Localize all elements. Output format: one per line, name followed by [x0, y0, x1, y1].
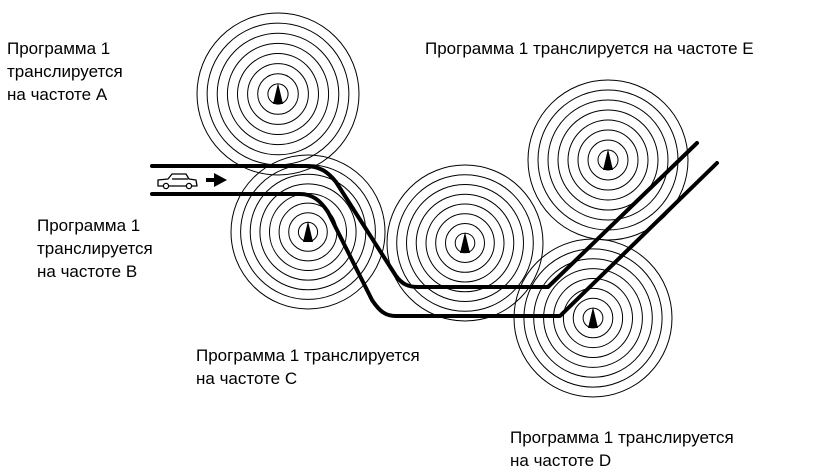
coverage-ring: [577, 129, 639, 191]
transmitter-tower-icon: [273, 83, 283, 104]
coverage-ring: [216, 32, 340, 156]
transmitter-zones: [196, 12, 689, 398]
road-edge-upper: [150, 141, 699, 289]
transmitter-tower-icon: [588, 307, 598, 328]
label-a-line-1: Программа 1: [7, 39, 111, 58]
coverage-ring: [445, 223, 485, 263]
coverage-ring: [562, 287, 624, 349]
label-e-line-1: Программа 1 транслируется на частоте E: [425, 39, 754, 58]
label-a-line-3: на частоте A: [7, 85, 108, 104]
coverage-ring: [435, 213, 495, 273]
label-b-line-1: Программа 1: [37, 216, 141, 235]
coverage-ring: [386, 164, 544, 322]
label-b-line-3: на частоте B: [37, 262, 138, 281]
label-c-line-2: на частоте C: [196, 369, 298, 388]
coverage-ring: [527, 79, 689, 241]
coverage-ring: [237, 53, 319, 135]
coverage-ring: [247, 63, 309, 125]
label-a-line-2: транслируется: [7, 62, 123, 81]
road-edge-lower: [150, 161, 719, 318]
coverage-ring: [557, 109, 659, 211]
label-d-line-1: Программа 1 транслируется: [510, 428, 734, 447]
transmitter-zone-a: [196, 12, 360, 176]
arrow-right-icon: [206, 173, 227, 187]
label-b-line-2: транслируется: [37, 239, 153, 258]
transmitter-zone-c: [386, 164, 544, 322]
road: [150, 141, 719, 318]
coverage-ring: [425, 203, 505, 283]
coverage-ring: [257, 73, 299, 115]
label-frequency-d: Программа 1 транслируется на частоте D: [510, 426, 734, 469]
coverage-ring: [567, 119, 649, 201]
coverage-ring: [259, 183, 357, 281]
coverage-ring: [226, 42, 330, 146]
coverage-ring: [288, 212, 328, 252]
coverage-ring: [547, 99, 669, 221]
coverage-ring: [396, 174, 534, 312]
transmitter-zone-b: [230, 154, 386, 310]
coverage-ring: [196, 12, 360, 176]
label-d-line-2: на частоте D: [510, 451, 612, 469]
label-frequency-a: Программа 1 транслируется на частоте A: [7, 37, 123, 106]
label-c-line-1: Программа 1 транслируется: [196, 346, 420, 365]
coverage-ring: [587, 139, 629, 181]
transmitter-tower-icon: [303, 221, 313, 242]
coverage-ring: [415, 193, 515, 293]
label-frequency-b: Программа 1 транслируется на частоте B: [37, 214, 153, 283]
label-frequency-c: Программа 1 транслируется на частоте C: [196, 344, 420, 390]
transmitter-tower-icon: [603, 149, 613, 170]
transmitter-tower-icon: [460, 232, 470, 253]
coverage-ring: [230, 154, 386, 310]
coverage-ring: [406, 184, 524, 302]
car-icon: [157, 173, 198, 190]
label-frequency-e: Программа 1 транслируется на частоте E: [425, 37, 754, 60]
transmitter-zone-e: [527, 79, 689, 241]
coverage-ring: [572, 297, 614, 339]
